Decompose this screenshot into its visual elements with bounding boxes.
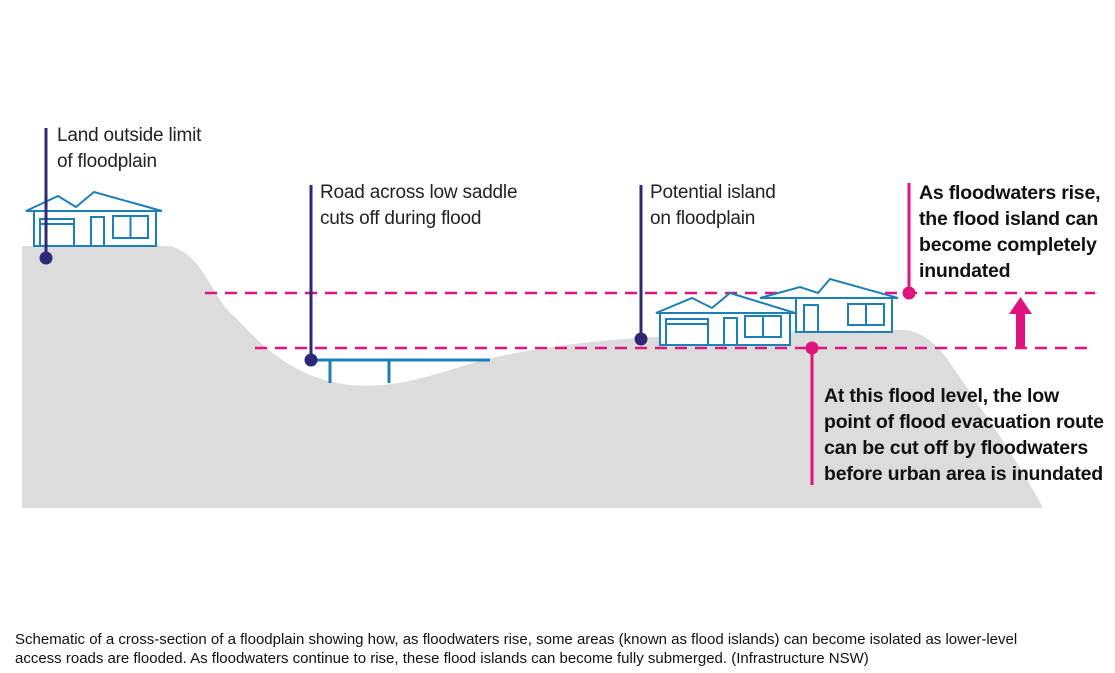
callout-marker-low-point	[807, 343, 817, 353]
label-line: on floodplain	[650, 206, 776, 232]
label-line: before urban area is inundated	[824, 461, 1104, 487]
label-line: become completely	[919, 232, 1100, 258]
label-potential-island: Potential island on floodplain	[650, 180, 776, 232]
label-land-outside-floodplain: Land outside limit of floodplain	[57, 123, 201, 175]
label-road-saddle: Road across low saddle cuts off during f…	[320, 180, 517, 232]
label-line: Land outside limit	[57, 123, 201, 149]
label-line: point of flood evacuation route	[824, 409, 1104, 435]
label-low-point-evacuation: At this flood level, the low point of fl…	[824, 383, 1104, 487]
label-line: of floodplain	[57, 149, 201, 175]
callout-marker-floodwaters-rise	[904, 288, 914, 298]
label-line: Potential island	[650, 180, 776, 206]
label-line: can be cut off by floodwaters	[824, 435, 1104, 461]
label-floodwaters-rise: As floodwaters rise, the flood island ca…	[919, 180, 1100, 284]
callout-marker-road-saddle	[306, 355, 316, 365]
house-icon	[656, 293, 795, 345]
label-line: cuts off during flood	[320, 206, 517, 232]
label-line: As floodwaters rise,	[919, 180, 1100, 206]
callout-marker-land-outside	[41, 253, 51, 263]
label-line: At this flood level, the low	[824, 383, 1104, 409]
upward-arrow-icon	[1009, 297, 1032, 349]
figure-caption: Schematic of a cross-section of a floodp…	[15, 630, 1105, 668]
label-line: Road across low saddle	[320, 180, 517, 206]
caption-line: access roads are flooded. As floodwaters…	[15, 649, 1105, 668]
label-line: the flood island can	[919, 206, 1100, 232]
caption-line: Schematic of a cross-section of a floodp…	[15, 630, 1105, 649]
callout-marker-potential-island	[636, 334, 646, 344]
label-line: inundated	[919, 258, 1100, 284]
